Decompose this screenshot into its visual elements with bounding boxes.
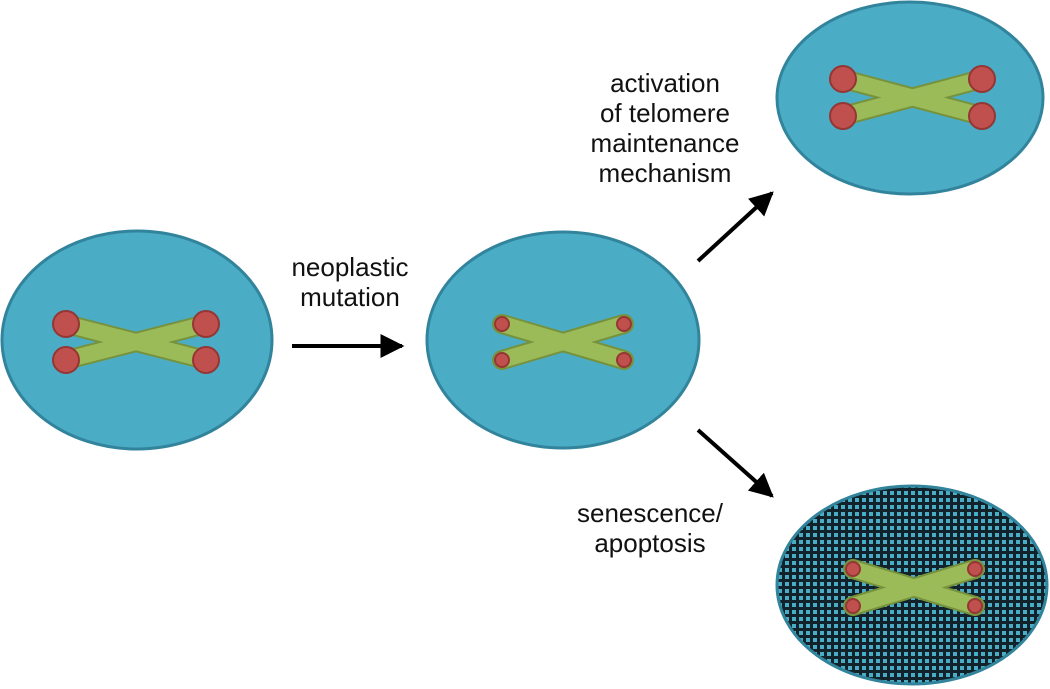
telomere-maintenance-label-line-1: activation (610, 68, 720, 98)
mutated-cell (425, 230, 701, 450)
normal-telomere-bottom-left (52, 346, 80, 374)
normal-chromosome (52, 310, 220, 374)
senescent-telomere-bottom-left (845, 598, 861, 614)
telomere-maintenance-arrow (696, 191, 774, 263)
senescent-telomere-top-right (967, 561, 983, 577)
telomere-maintenance-label: activation of telomere maintenance mecha… (535, 68, 795, 188)
senescence-apoptosis-label-line-1: senescence/ (577, 498, 723, 528)
senescence-apoptosis-arrow (696, 428, 774, 498)
mutated-telomere-top-right (616, 316, 632, 332)
mutated-telomere-bottom-right (616, 352, 632, 368)
restored-chromatid-b (835, 71, 990, 124)
restored-telomere-bottom-right (968, 102, 996, 130)
senescence-apoptosis-label-line-2: apoptosis (594, 528, 706, 558)
mutated-telomere-top-left (494, 316, 510, 332)
normal-chromatid-b (58, 316, 214, 368)
normal-cell (0, 229, 274, 451)
restored-telomere-top-right (968, 65, 996, 93)
senescent-chromosome (843, 559, 985, 616)
senescence-apoptosis-label: senescence/ apoptosis (540, 498, 760, 558)
neoplastic-mutation-label-line-1: neoplastic (291, 252, 409, 282)
senescent-telomere-bottom-right (967, 598, 983, 614)
mutated-chromatid-b (494, 316, 632, 368)
telomere-maintenance-label-line-3: maintenance (590, 128, 740, 158)
telomere-maintenance-label-line-4: mechanism (598, 158, 732, 188)
senescent-telomere-top-left (845, 561, 861, 577)
normal-telomere-bottom-right (192, 346, 220, 374)
normal-telomere-top-right (192, 310, 220, 338)
senescent-chromatid-b (845, 561, 983, 614)
neoplastic-mutation-label-line-2: mutation (300, 282, 400, 312)
restored-telomere-bottom-left (829, 102, 857, 130)
senescent-cell (775, 484, 1049, 686)
restored-cell (775, 0, 1045, 196)
telomere-maintenance-label-line-2: of telomere (599, 98, 731, 128)
restored-telomere-top-left (829, 65, 857, 93)
restored-chromosome (829, 65, 996, 130)
normal-telomere-top-left (52, 310, 80, 338)
mutated-telomere-bottom-left (494, 352, 510, 368)
neoplastic-mutation-label: neoplastic mutation (270, 252, 430, 312)
mutated-chromosome (492, 314, 634, 370)
